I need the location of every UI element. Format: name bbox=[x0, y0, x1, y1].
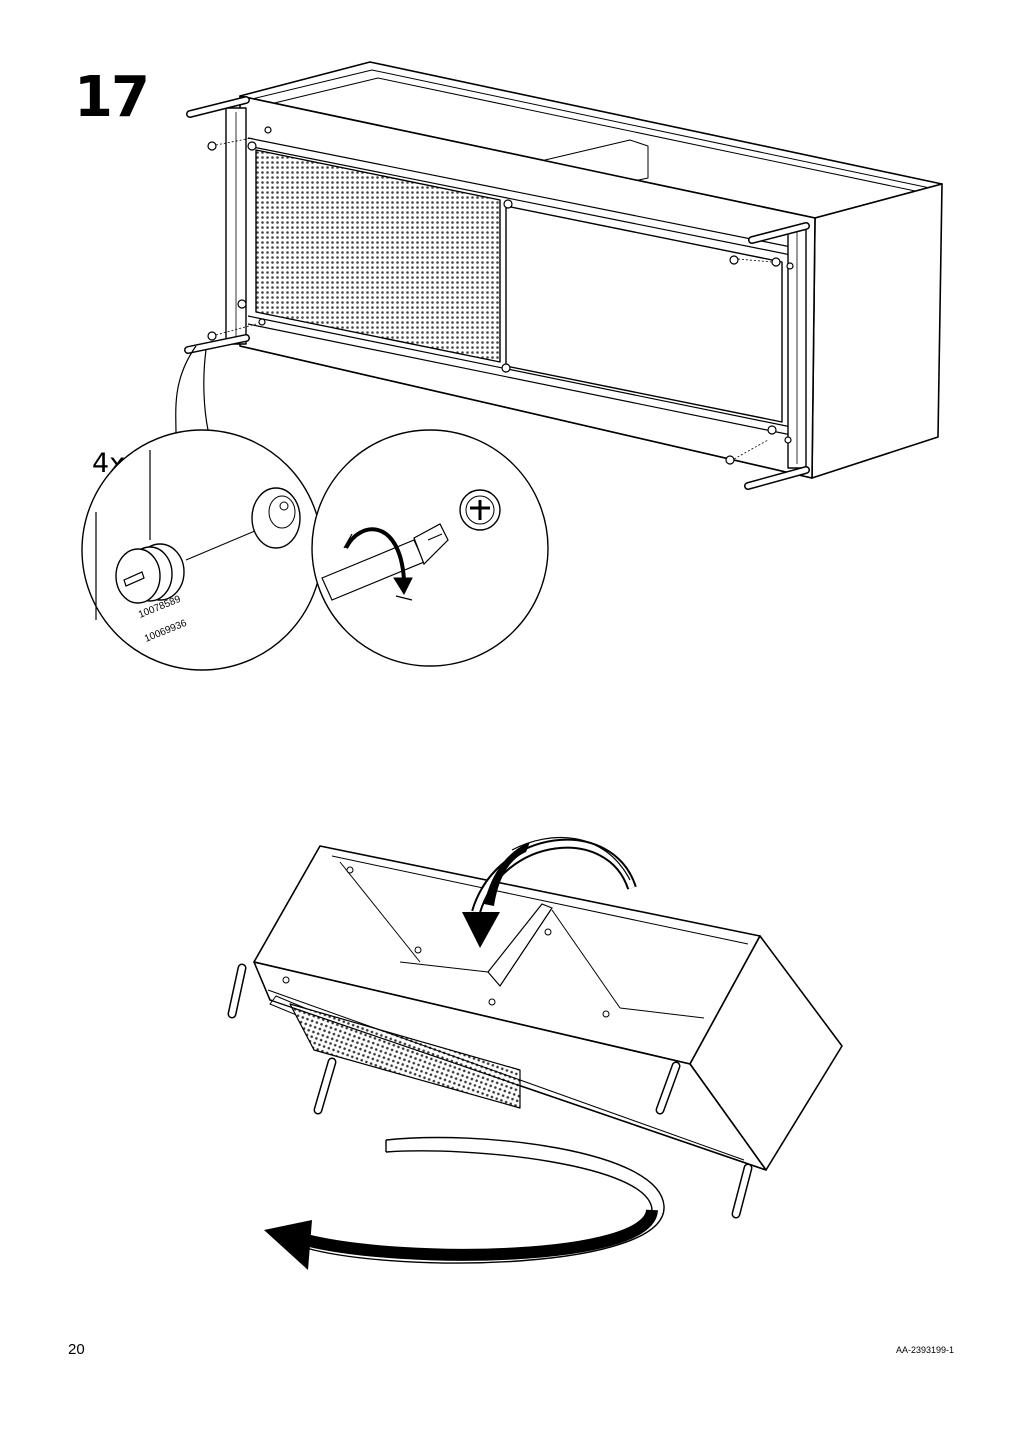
step-number: 17 bbox=[74, 65, 150, 130]
page-number: 20 bbox=[68, 1341, 85, 1358]
rotate-arrow bbox=[264, 1136, 665, 1270]
document-id: AA-2393199-1 bbox=[896, 1345, 955, 1355]
cabinet-flip-view bbox=[227, 845, 843, 1219]
cam-lock-detail: 10078589 10069936 bbox=[81, 429, 323, 671]
callout-pointer bbox=[175, 345, 209, 435]
screwdriver-detail bbox=[311, 429, 549, 667]
cabinet-top-view bbox=[184, 61, 943, 490]
tilt-arrow bbox=[462, 836, 637, 948]
